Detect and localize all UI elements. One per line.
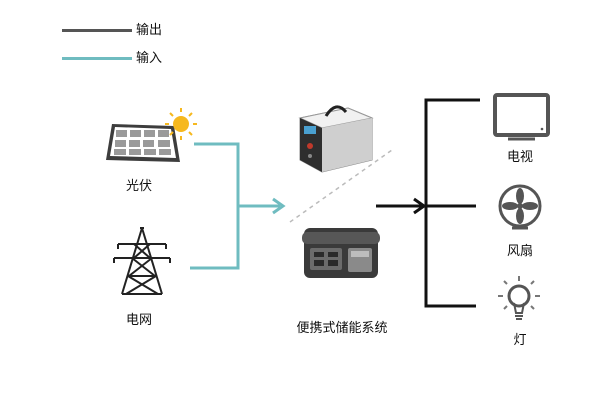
- storage-system-label: 便携式储能系统: [296, 321, 388, 336]
- lamp-label: 灯: [513, 333, 527, 348]
- light-bulb-icon: [498, 276, 540, 320]
- legend-input-line: [62, 57, 132, 60]
- legend-output-label: 输出: [136, 23, 163, 38]
- tv-icon: [493, 93, 550, 141]
- fan-icon: [498, 184, 542, 230]
- power-tower-icon: [113, 227, 171, 295]
- solar-panel-icon: [106, 124, 180, 162]
- sun-icon: [165, 108, 197, 140]
- portable-power-station-icon: [302, 228, 380, 278]
- inverter-unit-icon: [298, 105, 374, 173]
- output-connectors: [376, 98, 480, 308]
- grid-label: 电网: [125, 313, 152, 328]
- legend-input-label: 输入: [136, 51, 163, 66]
- fan-label: 风扇: [506, 244, 533, 259]
- dashed-divider: [289, 149, 393, 223]
- tv-label: 电视: [506, 150, 533, 165]
- legend-output-line: [62, 29, 132, 32]
- input-connectors: [190, 142, 286, 270]
- solar-label: 光伏: [125, 179, 152, 194]
